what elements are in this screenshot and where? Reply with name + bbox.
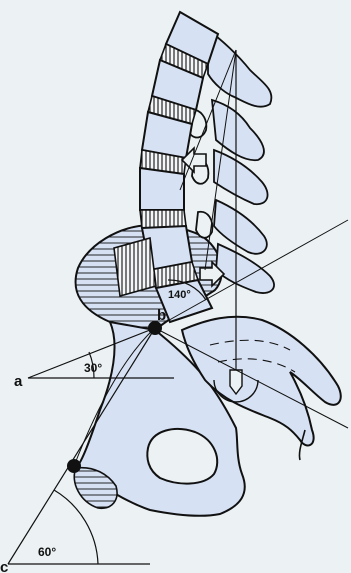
- label-angle-30: 30°: [84, 361, 102, 375]
- label-point-c: c: [0, 559, 8, 573]
- label-angle-60: 60°: [38, 545, 56, 559]
- label-angle-140: 140°: [168, 289, 191, 301]
- label-point-b: b: [157, 307, 166, 324]
- point-acetabulum-marker: [67, 459, 81, 473]
- label-point-a: a: [14, 373, 23, 390]
